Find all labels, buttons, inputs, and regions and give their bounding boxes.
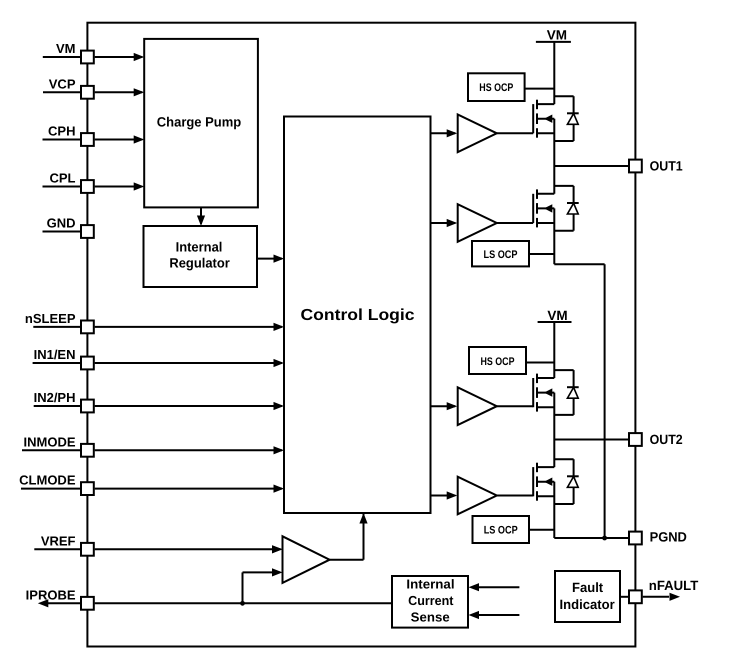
svg-text:Regulator: Regulator — [169, 256, 230, 271]
svg-text:Charge Pump: Charge Pump — [157, 115, 241, 130]
svg-text:HS OCP: HS OCP — [479, 82, 513, 94]
svg-text:CLMODE: CLMODE — [19, 473, 76, 488]
svg-text:Internal: Internal — [406, 577, 454, 592]
svg-text:Current: Current — [408, 593, 454, 608]
svg-text:OUT2: OUT2 — [650, 432, 683, 447]
svg-text:VM: VM — [56, 41, 76, 56]
svg-text:VCP: VCP — [49, 76, 76, 91]
svg-text:GND: GND — [47, 216, 76, 231]
svg-text:nSLEEP: nSLEEP — [25, 311, 76, 326]
svg-text:VREF: VREF — [41, 533, 76, 548]
svg-text:Fault: Fault — [572, 580, 604, 595]
svg-text:CPH: CPH — [48, 124, 75, 139]
svg-text:IN1/EN: IN1/EN — [34, 347, 76, 362]
svg-text:Control Logic: Control Logic — [301, 307, 415, 324]
svg-text:INMODE: INMODE — [24, 434, 76, 449]
svg-text:CPL: CPL — [50, 171, 76, 186]
svg-text:Sense: Sense — [411, 610, 450, 625]
svg-text:HS OCP: HS OCP — [481, 356, 515, 368]
svg-text:Internal: Internal — [176, 239, 223, 254]
svg-text:OUT1: OUT1 — [650, 159, 684, 174]
svg-text:VM: VM — [547, 28, 567, 43]
svg-text:LS OCP: LS OCP — [484, 525, 518, 537]
svg-text:IN2/PH: IN2/PH — [34, 390, 76, 405]
svg-text:VM: VM — [547, 308, 567, 323]
svg-text:LS OCP: LS OCP — [484, 249, 518, 261]
svg-text:IPROBE: IPROBE — [26, 587, 76, 602]
svg-text:nFAULT: nFAULT — [649, 578, 699, 593]
svg-text:PGND: PGND — [650, 529, 688, 544]
svg-text:Indicator: Indicator — [560, 597, 616, 612]
